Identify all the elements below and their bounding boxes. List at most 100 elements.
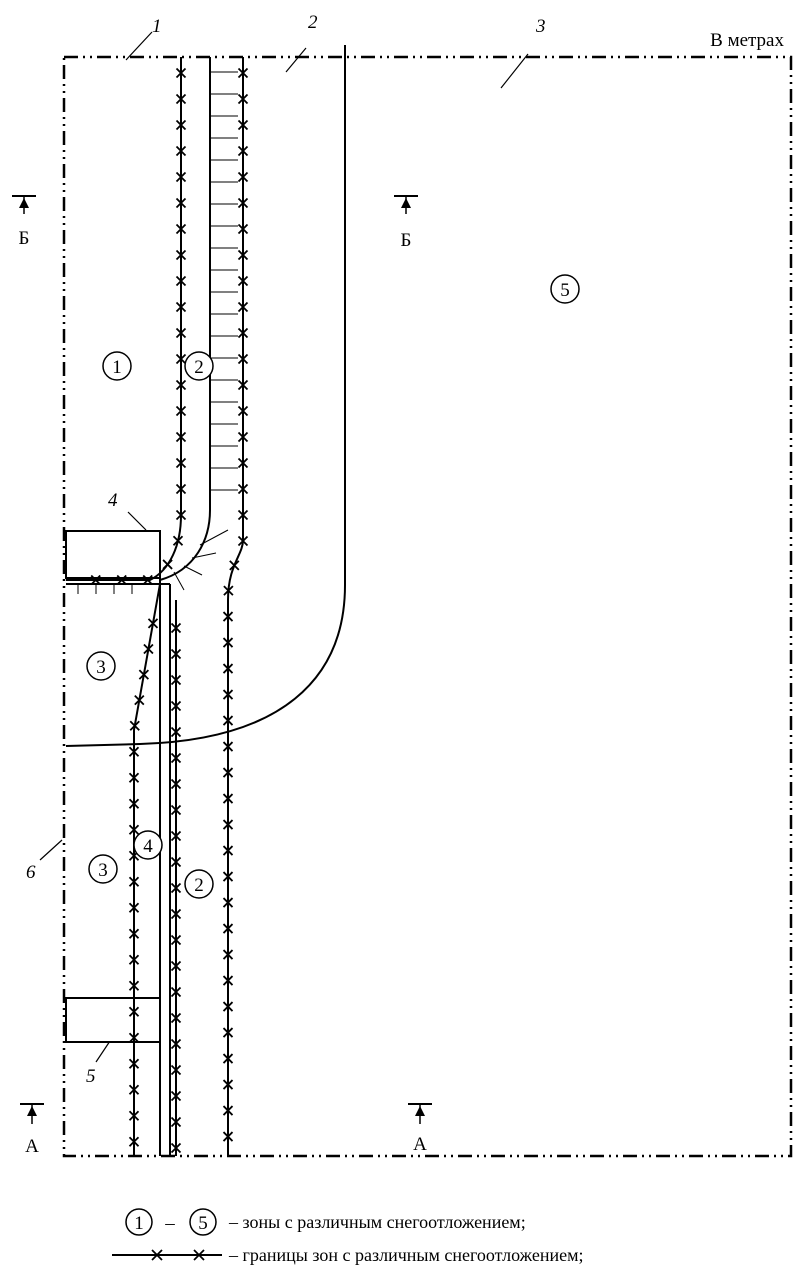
zone-boundaries [66, 57, 249, 1156]
boundary-cross-marker [170, 908, 182, 920]
boundary-cross-marker [170, 726, 182, 738]
callout-1-label: 1 [152, 16, 162, 37]
boundary-cross-marker [175, 509, 187, 521]
boundary-cross-marker [237, 275, 249, 287]
boundary-cross-marker [222, 1053, 234, 1064]
boundary-cross-marker [222, 767, 234, 778]
boundary-cross-marker [222, 1105, 234, 1116]
boundary-cross-marker [237, 197, 249, 209]
zone-marker-3-lower: 3 [88, 854, 118, 884]
boundary-cross-marker [170, 882, 182, 894]
boundary-cross-marker [128, 772, 140, 783]
zone-marker-3-lower-label: 3 [98, 860, 108, 881]
boundary-cross-marker [128, 928, 140, 939]
boundary-cross-marker [222, 845, 234, 856]
zone-marker-2-upper-label: 2 [194, 357, 204, 378]
territory-boundary [62, 55, 793, 1158]
callout-1: 1 [125, 16, 162, 61]
zone-marker-5: 5 [550, 274, 580, 304]
boundary-cross-marker [170, 1142, 182, 1154]
boundary-cross-marker [237, 145, 249, 157]
boundary-cross-marker [170, 622, 182, 634]
boundary-cross-marker [175, 249, 187, 261]
legend-zones-row: 1 – 5 – зоны с различным снегоотложением… [125, 1208, 526, 1236]
boundary-cross-marker [222, 689, 234, 700]
boundary-cross-marker [170, 1064, 182, 1076]
boundary-cross-marker [128, 902, 140, 913]
boundary-cross-marker [170, 1012, 182, 1024]
boundary-cross-marker [170, 934, 182, 946]
section-mark-a-right: А [408, 1103, 432, 1155]
boundary-cross-marker [237, 509, 249, 521]
section-label-a-left: А [25, 1136, 39, 1157]
zone-marker-4: 4 [133, 830, 163, 860]
boundary-cross-marker [170, 1038, 182, 1050]
boundary-cross-marker [237, 223, 249, 235]
boundary-cross-marker [175, 197, 187, 209]
zone-marker-2-lower-label: 2 [194, 875, 204, 896]
callout-6: 6 [26, 839, 63, 883]
boundary-cross-marker [128, 1006, 140, 1017]
boundary-cross-marker [147, 618, 159, 629]
boundary-cross-marker [222, 793, 234, 804]
boundary-cross-marker [222, 741, 234, 752]
callout-2-label: 2 [308, 12, 318, 33]
boundary-cross-marker [170, 830, 182, 842]
boundary-cross-marker [175, 275, 187, 287]
legend-range-from: 1 [134, 1213, 144, 1234]
boundary-cross-marker [175, 119, 187, 131]
zone-marker-2-lower: 2 [184, 869, 214, 899]
boundary-cross-marker [237, 431, 249, 443]
zone-marker-2-upper: 2 [184, 351, 214, 381]
boundary-cross-marker [229, 560, 240, 571]
boundary-cross-marker [143, 643, 154, 655]
boundary-cross-marker [175, 405, 187, 417]
boundary-cross-marker [128, 1110, 140, 1121]
boundary-cross-marker [237, 379, 249, 391]
zone-marker-1-label: 1 [112, 357, 122, 378]
legend-range-dash: – [164, 1213, 175, 1234]
boundary-cross-marker [170, 856, 182, 868]
boundary-cross-marker [237, 301, 249, 313]
boundary-cross-marker [222, 1027, 234, 1038]
boundary-cross-marker [170, 778, 182, 790]
legend-boundary-row: – границы зон с различным снегоотложение… [112, 1245, 583, 1265]
boundary-cross-marker [237, 67, 249, 79]
boundary-cross-marker [175, 223, 187, 235]
zone-marker-3-upper: 3 [86, 651, 116, 681]
boundary-cross-marker [116, 574, 127, 586]
building-4 [65, 530, 161, 579]
boundary-cross-marker [142, 574, 153, 586]
boundary-cross-marker [222, 923, 234, 934]
callout-3: 3 [500, 16, 546, 89]
boundary-cross-marker [90, 574, 101, 586]
boundary-cross-marker [128, 1058, 140, 1069]
section-mark-b-right: Б [394, 195, 418, 251]
boundary-cross-marker [222, 715, 234, 726]
boundary-cross-marker [237, 353, 249, 365]
boundary-cross-marker [237, 483, 249, 495]
boundary-cross-marker [170, 1116, 182, 1128]
hatch-tick [199, 529, 229, 546]
legend-range-to: 5 [198, 1213, 208, 1234]
boundary-cross-marker [170, 648, 182, 660]
callout-6-label: 6 [26, 862, 36, 883]
zone-marker-1: 1 [102, 351, 132, 381]
boundary-cross-marker [175, 145, 187, 157]
boundary-cross-marker [170, 960, 182, 972]
boundary-cross-marker [128, 1084, 140, 1095]
boundary-cross-marker [175, 457, 187, 469]
boundary-cross-marker [222, 1079, 234, 1090]
boundary-cross-marker [175, 431, 187, 443]
road-edge-line [65, 45, 346, 747]
zone-marker-5-label: 5 [560, 280, 570, 301]
boundary-cross-marker [237, 535, 249, 547]
boundary-cross-marker [175, 301, 187, 313]
boundary-cross-marker [128, 746, 140, 757]
section-label-a-right: А [413, 1134, 427, 1155]
callout-5-label: 5 [86, 1066, 96, 1087]
boundary-cross-marker [222, 949, 234, 960]
callout-4-label: 4 [108, 490, 118, 511]
boundary-cross-marker [175, 67, 187, 79]
